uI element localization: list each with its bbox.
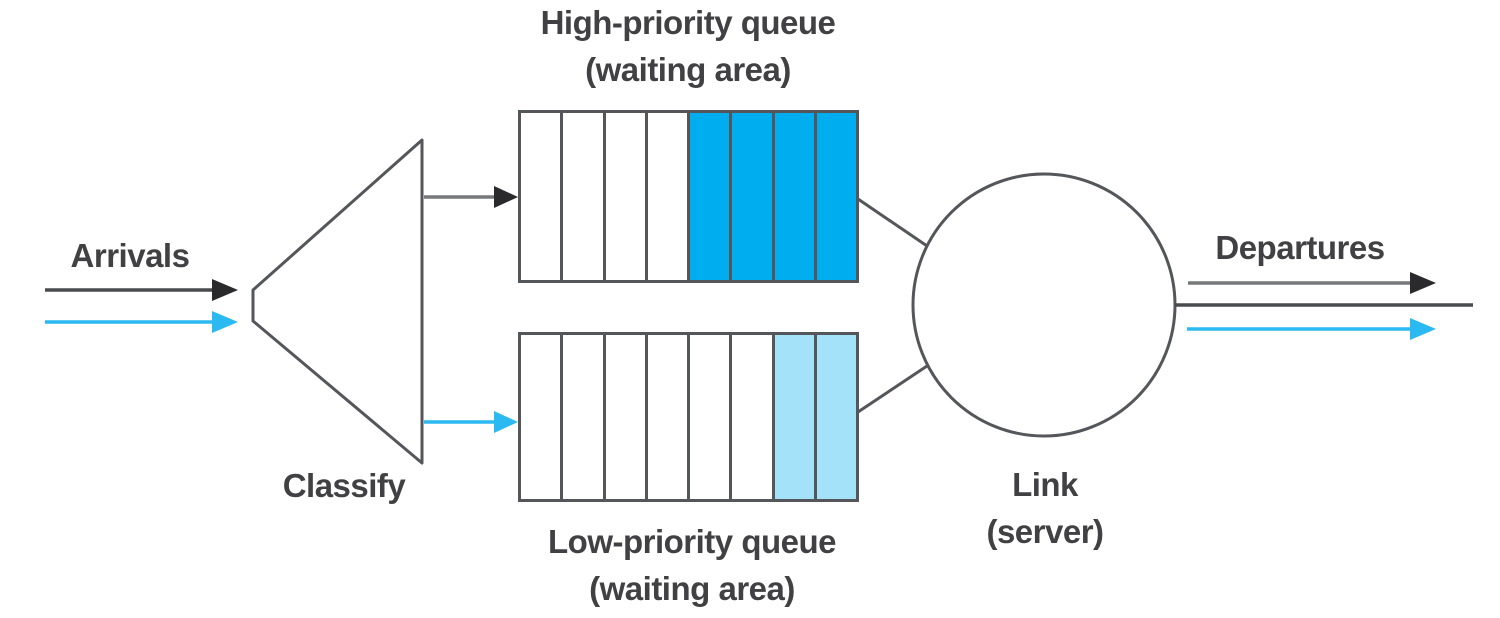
- departures-label: Departures: [1215, 229, 1385, 266]
- queue-slot-filled: [687, 113, 730, 280]
- high-priority-queue-label-line2: (waiting area): [585, 51, 791, 88]
- queue-slot-empty: [560, 335, 602, 499]
- low-priority-queue: [518, 332, 859, 502]
- high-queue-to-server-connector: [857, 197, 931, 250]
- link-server-label: Link (server): [955, 461, 1135, 555]
- high-priority-queue: [518, 110, 859, 283]
- low-priority-queue-label-line2: (waiting area): [589, 570, 795, 607]
- queue-slot-empty: [644, 335, 687, 499]
- to-low-queue-arrowhead-icon: [494, 411, 518, 433]
- queue-slot-empty: [687, 335, 729, 499]
- queue-slot-empty: [602, 335, 645, 499]
- queue-slot-empty: [602, 113, 645, 280]
- queue-slot-filled: [813, 335, 856, 499]
- queue-slot-empty: [560, 113, 602, 280]
- link-server-label-line2: (server): [986, 513, 1104, 550]
- high-priority-queue-label-line1: High-priority queue: [540, 4, 836, 41]
- classify-triangle: [251, 138, 424, 465]
- queue-slot-filled: [771, 335, 814, 499]
- high-priority-queue-label: High-priority queue (waiting area): [498, 0, 878, 93]
- classify-label: Classify: [282, 467, 406, 504]
- arrival-dark-arrowhead-icon: [212, 279, 238, 301]
- low-queue-to-server-connector: [857, 362, 931, 414]
- queue-slot-empty: [521, 335, 560, 499]
- low-priority-queue-label-line1: Low-priority queue: [548, 523, 837, 560]
- departure-cyan-arrowhead-icon: [1410, 318, 1436, 340]
- low-priority-queue-label: Low-priority queue (waiting area): [498, 518, 886, 612]
- arrivals-label: Arrivals: [70, 237, 190, 274]
- queue-slot-empty: [644, 113, 687, 280]
- queue-slot-empty: [521, 113, 560, 280]
- queue-slot-filled: [771, 113, 814, 280]
- link-server-circle: [911, 172, 1177, 438]
- queue-slot-empty: [729, 335, 771, 499]
- to-high-queue-arrowhead-icon: [494, 186, 518, 208]
- link-server-label-line1: Link: [1012, 466, 1078, 503]
- departure-dark-arrowhead-icon: [1410, 272, 1436, 294]
- arrival-cyan-arrowhead-icon: [212, 311, 238, 333]
- queue-slot-filled: [729, 113, 772, 280]
- queue-slot-filled: [813, 113, 856, 280]
